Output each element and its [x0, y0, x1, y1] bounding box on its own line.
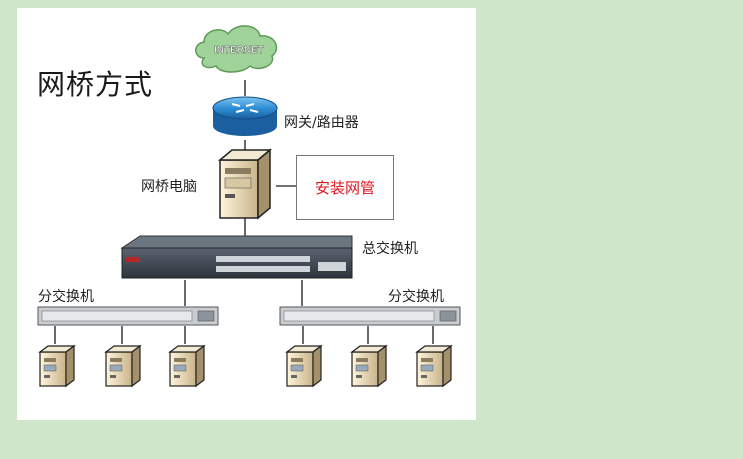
- sub-switch-left-label: 分交换机: [38, 289, 94, 305]
- client-pc-icon: [351, 345, 387, 387]
- client-pc-icon: [286, 345, 322, 387]
- core-switch-label: 总交换机: [362, 241, 418, 257]
- sub-switch-right-icon: [279, 306, 461, 326]
- client-pc-icon: [416, 345, 452, 387]
- router-icon: [212, 96, 278, 136]
- client-pc-icon: [169, 345, 205, 387]
- client-pc-icon: [39, 345, 75, 387]
- internet-cloud-icon: [195, 25, 278, 73]
- connection-lines: [54, 80, 434, 344]
- internet-label: INTERNET: [214, 45, 264, 56]
- gateway-label: 网关/路由器: [284, 115, 359, 131]
- sub-switch-left-icon: [37, 306, 219, 326]
- bridge-pc-label: 网桥电脑: [141, 179, 197, 195]
- bridge-pc-icon: [217, 148, 273, 220]
- nms-box: 安装网管: [296, 155, 394, 220]
- sub-switch-right-label: 分交换机: [388, 289, 444, 305]
- diagram-title: 网桥方式: [37, 68, 154, 101]
- client-pc-icon: [105, 345, 141, 387]
- core-switch-icon: [120, 235, 353, 279]
- nms-label: 安装网管: [314, 179, 375, 197]
